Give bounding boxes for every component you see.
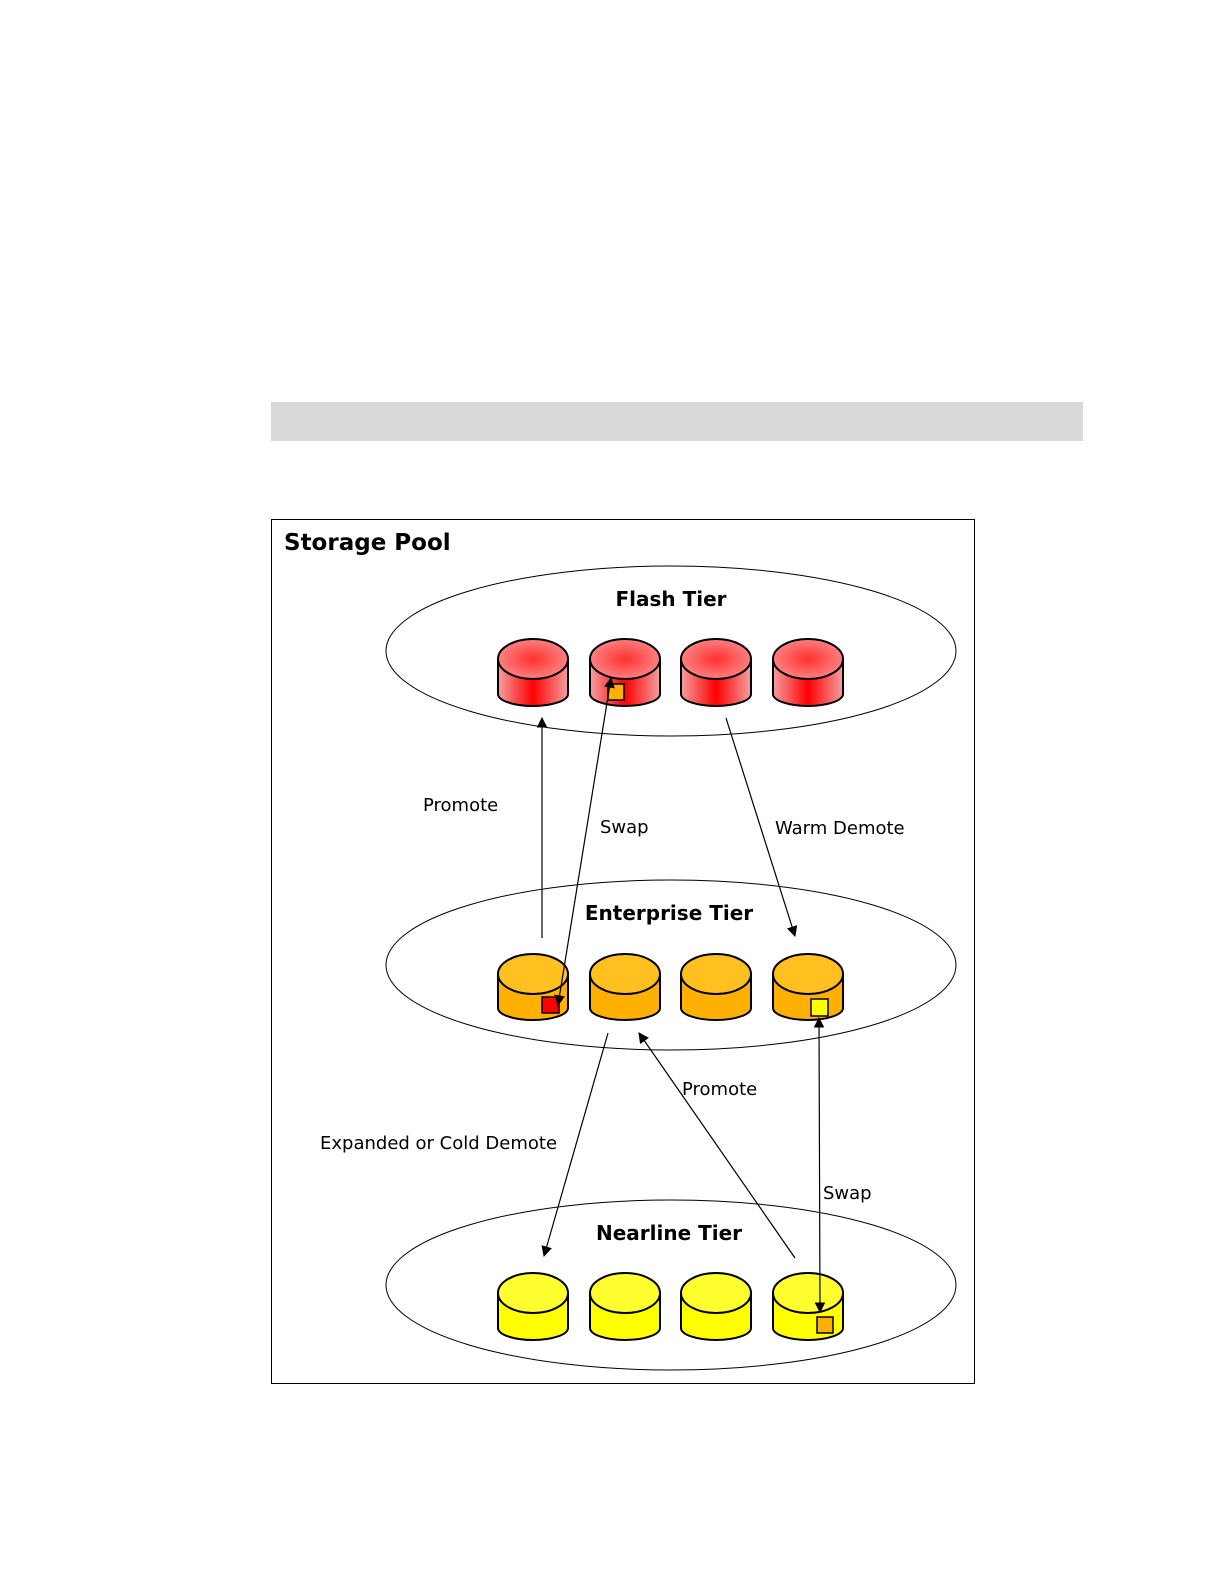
nearline-disk-4: [773, 1273, 843, 1340]
flash-disk-2: [590, 639, 660, 706]
enterprise-tier-label: Enterprise Tier: [585, 901, 753, 925]
enterprise-disk-2: [590, 954, 660, 1020]
flash-disk-1: [498, 639, 568, 706]
nearline-disk-2: [590, 1273, 660, 1340]
swap-label-upper: Swap: [600, 817, 649, 838]
flash-extent-block: [608, 684, 624, 700]
nearline-extent-block: [817, 1317, 833, 1333]
enterprise-disk-3: [681, 954, 751, 1020]
storage-pool-diagram: Storage Pool Flash Tier: [271, 519, 975, 1384]
swap-label-lower: Swap: [823, 1183, 872, 1204]
warm-demote-label: Warm Demote: [775, 818, 905, 839]
promote-label-lower: Promote: [682, 1079, 757, 1100]
enterprise-extent-block-yellow: [811, 999, 828, 1016]
flash-disk-4: [773, 639, 843, 706]
enterprise-disk-1: [498, 954, 568, 1020]
diagram-canvas: Storage Pool Flash Tier: [272, 520, 976, 1385]
promote-label-upper: Promote: [423, 795, 498, 816]
enterprise-tier: Enterprise Tier: [386, 880, 956, 1050]
nearline-disk-1: [498, 1273, 568, 1340]
cold-demote-label: Expanded or Cold Demote: [320, 1133, 557, 1154]
enterprise-extent-block-red: [542, 997, 559, 1013]
flash-disk-3: [681, 639, 751, 706]
flash-tier: Flash Tier: [386, 566, 956, 736]
diagram-title: Storage Pool: [284, 530, 451, 556]
header-bar: [271, 402, 1083, 441]
enterprise-disk-4: [773, 954, 843, 1020]
nearline-disk-3: [681, 1273, 751, 1340]
flash-tier-label: Flash Tier: [615, 587, 726, 611]
nearline-tier: Nearline Tier: [386, 1200, 956, 1370]
nearline-tier-label: Nearline Tier: [596, 1221, 742, 1245]
